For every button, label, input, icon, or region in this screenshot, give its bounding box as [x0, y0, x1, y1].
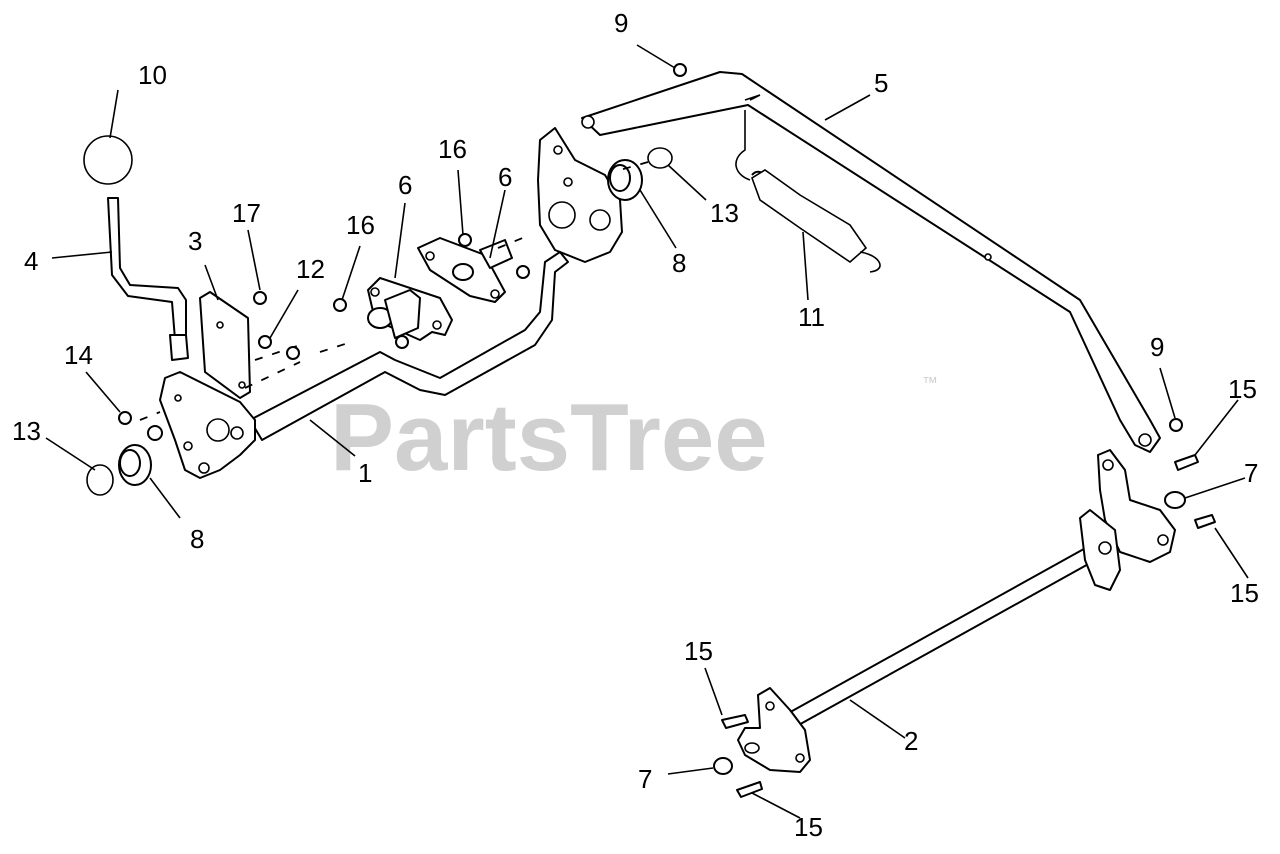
part-15-bolts-right: [1174, 454, 1216, 529]
part-2-lower-shaft: [775, 539, 1111, 733]
callout-9-top: 9: [614, 8, 628, 38]
right-bracket-plates: [1079, 449, 1176, 591]
callout-11: 11: [798, 302, 825, 332]
callout-10: 10: [138, 60, 167, 90]
callout-15-bottom: 15: [794, 812, 823, 842]
callout-2: 2: [904, 726, 918, 756]
part-15-bolts-lower: [721, 714, 763, 798]
part-7-bushing-right: [1164, 491, 1186, 509]
part-4-lever: [107, 197, 189, 361]
part-13-ring-lower: [86, 464, 114, 496]
watermark-text: PartsTree: [330, 384, 768, 491]
left-mount-plate: [159, 371, 256, 479]
callout-3: 3: [188, 226, 202, 256]
callout-14: 14: [64, 340, 93, 370]
part-14-nut: [118, 411, 163, 441]
lower-arm-bracket: [737, 687, 811, 773]
upper-pivot-plate: [537, 127, 623, 263]
callout-7-right: 7: [1244, 458, 1258, 488]
callout-13-upper: 13: [710, 198, 739, 228]
callout-8-lower: 8: [190, 524, 204, 554]
fasteners: [253, 63, 1183, 432]
callout-6-right: 6: [498, 162, 512, 192]
callout-4: 4: [24, 246, 38, 276]
callout-15-lower-left: 15: [684, 636, 713, 666]
part-1-cross-shaft: [249, 251, 569, 441]
callout-5: 5: [874, 68, 888, 98]
callout-15-upper-right: 15: [1228, 374, 1257, 404]
watermark-trademark: ™: [922, 375, 938, 392]
callout-1: 1: [358, 458, 372, 488]
callout-13-lower: 13: [12, 416, 41, 446]
part-5-lift-bar: [581, 71, 1161, 453]
part-8-bushing-lower: [118, 444, 152, 486]
callout-16-left: 16: [346, 210, 375, 240]
part-6-bearing-left: [367, 277, 453, 341]
part-6-bearing-right: [417, 237, 513, 303]
part-8-bushing-upper: [607, 147, 673, 201]
part-7-bushing-lower: [713, 757, 733, 775]
callout-16-right: 16: [438, 134, 467, 164]
callout-12: 12: [296, 254, 325, 284]
part-3-bracket: [199, 291, 251, 399]
callout-6-left: 6: [398, 170, 412, 200]
callout-15-lower-right: 15: [1230, 578, 1259, 608]
part-10-knob: [83, 135, 133, 185]
part-11-spring: [735, 110, 881, 273]
callout-7-lower: 7: [638, 764, 652, 794]
leader-lines: [45, 44, 1249, 819]
callout-17: 17: [232, 198, 261, 228]
callout-labels: 10 4 3 17 12 14 13 8 1 16 6 16 6 9 5 13 …: [12, 8, 1259, 842]
callout-8-upper: 8: [672, 248, 686, 278]
callout-9-right: 9: [1150, 332, 1164, 362]
